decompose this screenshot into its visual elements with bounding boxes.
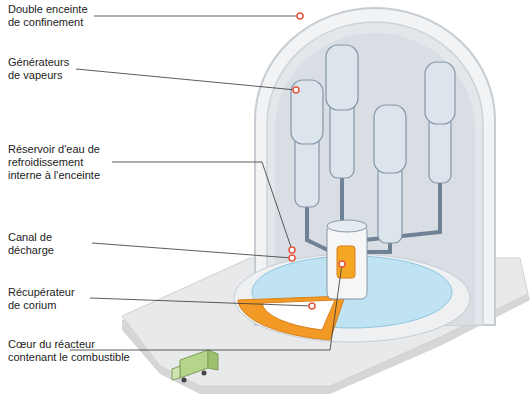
callout-label: Récupérateur de corium [8, 286, 88, 312]
truck [172, 350, 218, 383]
vessel-head [327, 220, 367, 232]
callout-label: Réservoir d'eau de refroidissement inter… [8, 143, 112, 182]
reactor-vessel [327, 225, 367, 299]
callout-label: Cœur du réacteur contenant le combustibl… [8, 338, 143, 364]
leader-lines [70, 16, 342, 350]
corium-catcher [238, 296, 345, 340]
steam-generators [291, 45, 455, 243]
callout-label: Canal de décharge [8, 231, 92, 257]
leader-dots [289, 13, 345, 309]
callout-label: Générateurs de vapeurs [8, 56, 78, 82]
callout-label: Double enceinte de confinement [8, 3, 96, 29]
reactor-core [337, 246, 355, 278]
